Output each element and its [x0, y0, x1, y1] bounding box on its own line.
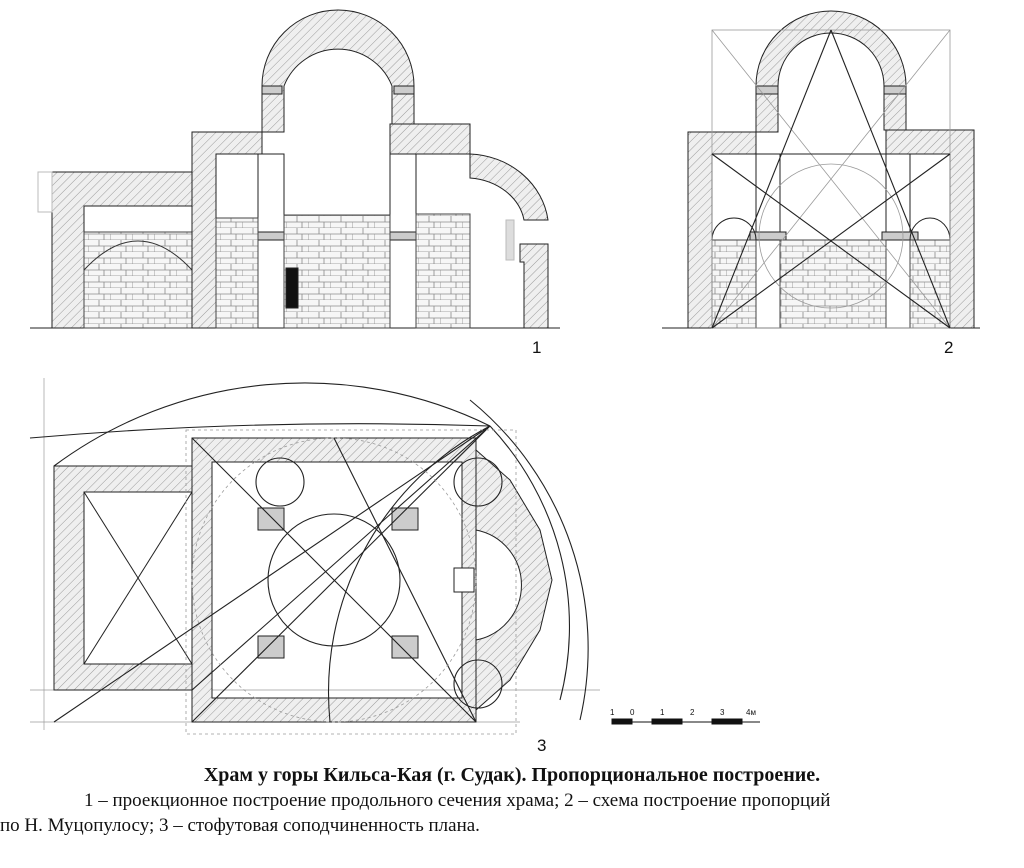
- caption-title: Храм у горы Кильса-Кая (г. Судак). Пропо…: [203, 764, 821, 786]
- panel-label-1: 1: [532, 338, 542, 357]
- panel-label-3: 3: [537, 736, 547, 755]
- caption-line-2: по Н. Муцопулосу; 3 – стофутовая соподчи…: [0, 815, 480, 836]
- architectural-drawing: [29, 9, 980, 735]
- section-drawing-1: [30, 9, 560, 329]
- figure-caption: Храм у горы Кильса-Кая (г. Судак). Пропо…: [0, 762, 1024, 838]
- caption-line-1: 1 – проекционное построение продольного …: [84, 790, 831, 811]
- scale-tick: 2: [690, 708, 695, 717]
- section-drawing-2: [662, 10, 980, 329]
- scale-tick: 4м: [746, 708, 756, 717]
- panel-label-2: 2: [944, 338, 954, 357]
- scale-tick: 0: [630, 708, 635, 717]
- scale-tick: 1: [610, 708, 615, 717]
- scale-tick: 3: [720, 708, 725, 717]
- plan-drawing-3: [29, 378, 600, 735]
- scale-tick: 1: [660, 708, 665, 717]
- scale-bar: [611, 718, 760, 725]
